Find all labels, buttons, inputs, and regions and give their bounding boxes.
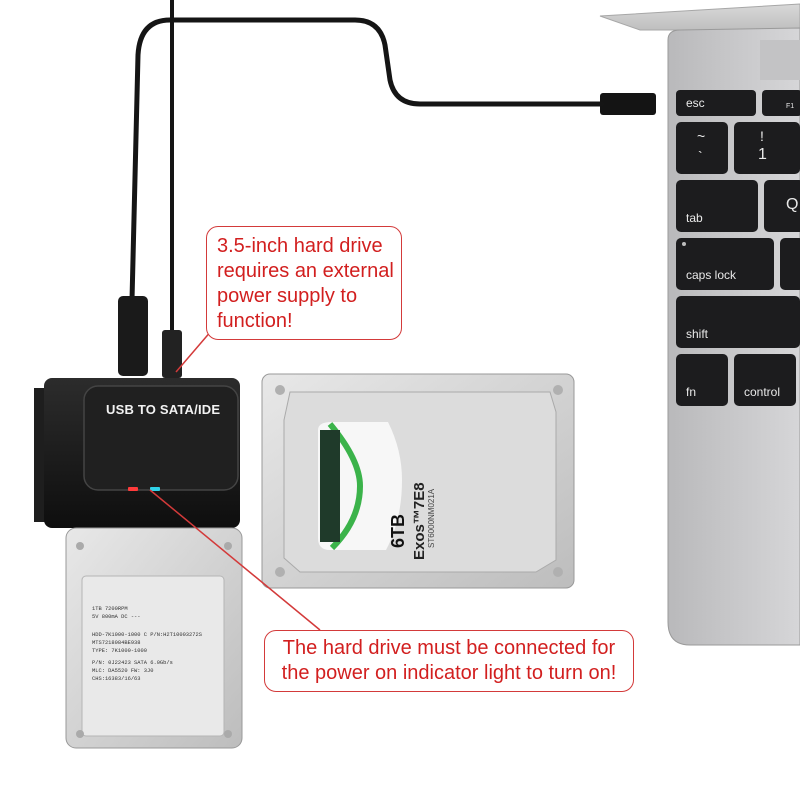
hard-drive-2-5-inch: 1TB 7200RPM 5V 800mA DC --- HDD-7K1000-1… xyxy=(65,527,243,749)
laptop-speaker xyxy=(760,40,800,80)
callout-line: function! xyxy=(217,310,293,332)
label-line: TYPE: 7K1000-1000 xyxy=(92,648,147,654)
drive-large-capacity: 6TB xyxy=(388,514,408,548)
adapter-panel xyxy=(83,385,239,491)
label-line: P/N: 0J22423 SATA 6.0Gb/s xyxy=(92,660,173,666)
screw-3 xyxy=(275,567,285,577)
callout-pointers xyxy=(149,329,321,631)
laptop-lid xyxy=(599,3,800,31)
usb-cable-plug xyxy=(118,296,148,376)
label-line: MTS7218084BE938 xyxy=(92,640,141,646)
key-label-q: Q xyxy=(786,196,799,213)
key-label-backtick: ` xyxy=(698,148,703,164)
usb-sata-ide-adapter xyxy=(34,378,240,528)
key-label-control: control xyxy=(744,385,781,399)
key-label-one: 1 xyxy=(758,146,767,163)
caps-led xyxy=(682,242,686,246)
callout-indicator-light: The hard drive must be connected for the… xyxy=(264,630,634,692)
key-label-tilde: ~ xyxy=(697,128,706,144)
adapter-label: USB TO SATA/IDE xyxy=(106,402,221,417)
screw-1 xyxy=(275,385,285,395)
key-one xyxy=(734,122,800,174)
key-f1 xyxy=(762,90,800,116)
small-screw-1 xyxy=(76,542,84,550)
key-control xyxy=(734,354,796,406)
small-screw-2 xyxy=(224,542,232,550)
key-label-excl: ! xyxy=(760,128,764,144)
key-a xyxy=(780,238,800,290)
key-label-esc: esc xyxy=(686,96,705,110)
callout-line: The hard drive must be connected for xyxy=(282,637,616,659)
led-cyan xyxy=(150,487,160,491)
key-tilde xyxy=(676,122,728,174)
pointer-indicator xyxy=(149,489,321,631)
key-shift xyxy=(676,296,800,348)
key-fn xyxy=(676,354,728,406)
power-cable-plug xyxy=(162,330,182,378)
drive-large-part: ST6000NM021A xyxy=(427,488,436,548)
small-screw-4 xyxy=(224,730,232,738)
laptop xyxy=(599,3,800,646)
callout-power-supply: 3.5-inch hard drive requires an external… xyxy=(206,226,402,340)
screw-4 xyxy=(553,567,563,577)
key-label-fn: fn xyxy=(686,385,697,399)
hard-drive-3-5-inch: 6TB Exos™7E8 ST6000NM021A xyxy=(261,373,575,589)
small-screw-3 xyxy=(76,730,84,738)
callout-line: power supply to xyxy=(217,285,358,307)
label-line: 5V 800mA DC --- xyxy=(92,614,141,620)
label-line: 1TB 7200RPM xyxy=(92,606,128,612)
label-line: HDD-7K1000-1000 C P/N:H2T10003272S xyxy=(92,632,202,638)
drive-large-green xyxy=(327,422,364,551)
drive-large-model: Exos™7E8 xyxy=(411,482,428,560)
usb-c-plug xyxy=(600,93,656,115)
key-tab xyxy=(676,180,758,232)
callout-line: 3.5-inch hard drive xyxy=(217,235,383,257)
drive-large-dark xyxy=(320,430,340,542)
drive-small-text: 1TB 7200RPM 5V 800mA DC --- HDD-7K1000-1… xyxy=(92,606,202,682)
key-esc xyxy=(676,90,756,116)
led-red xyxy=(128,487,138,491)
label-line: MLC: DA5520 FW: 3J0 xyxy=(92,668,153,674)
key-caps xyxy=(676,238,774,290)
pointer-power xyxy=(175,329,213,373)
callout-line: requires an external xyxy=(217,260,394,282)
key-label-f1: F1 xyxy=(786,103,795,110)
screw-2 xyxy=(553,385,563,395)
key-q xyxy=(764,180,800,232)
drive-small-label xyxy=(81,575,225,737)
key-label-caps: caps lock xyxy=(686,268,737,282)
cables xyxy=(129,0,605,332)
label-line: CHS:16383/16/63 xyxy=(92,676,141,682)
key-label-tab: tab xyxy=(686,211,703,225)
usb-cable xyxy=(129,17,605,303)
key-label-shift: shift xyxy=(686,327,709,341)
callout-line: the power on indicator light to turn on! xyxy=(281,662,617,684)
